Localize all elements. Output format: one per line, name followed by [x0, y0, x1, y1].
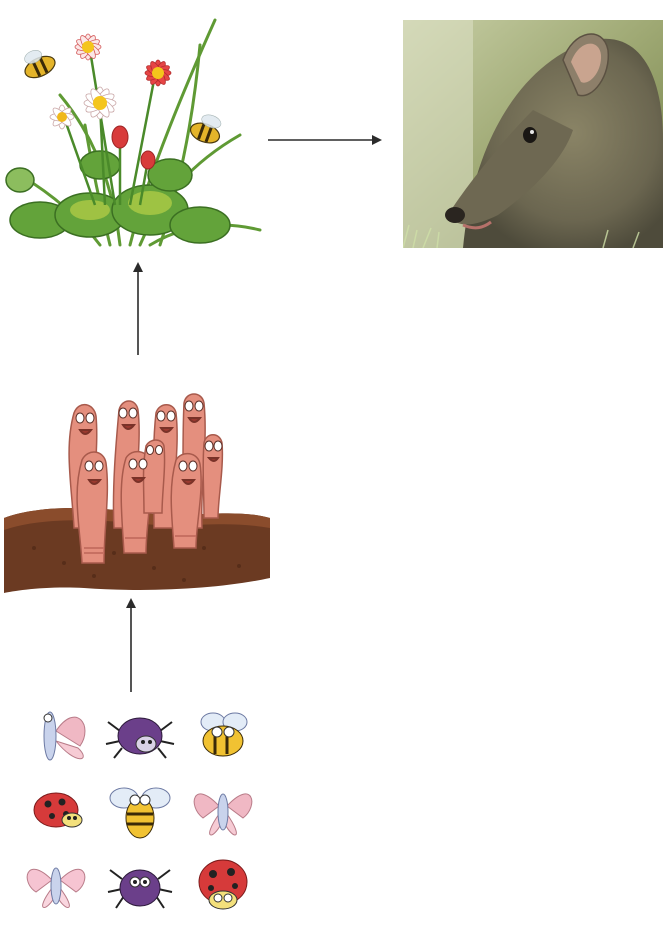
insects-icon	[18, 700, 256, 920]
earthworms-icon	[4, 388, 270, 598]
bandicoot-node	[403, 20, 663, 248]
plants-node	[0, 5, 268, 253]
earthworms-node	[4, 388, 270, 598]
bandicoot-icon	[403, 20, 663, 248]
flowering-plants-icon	[0, 5, 268, 253]
insects-node	[18, 700, 256, 920]
